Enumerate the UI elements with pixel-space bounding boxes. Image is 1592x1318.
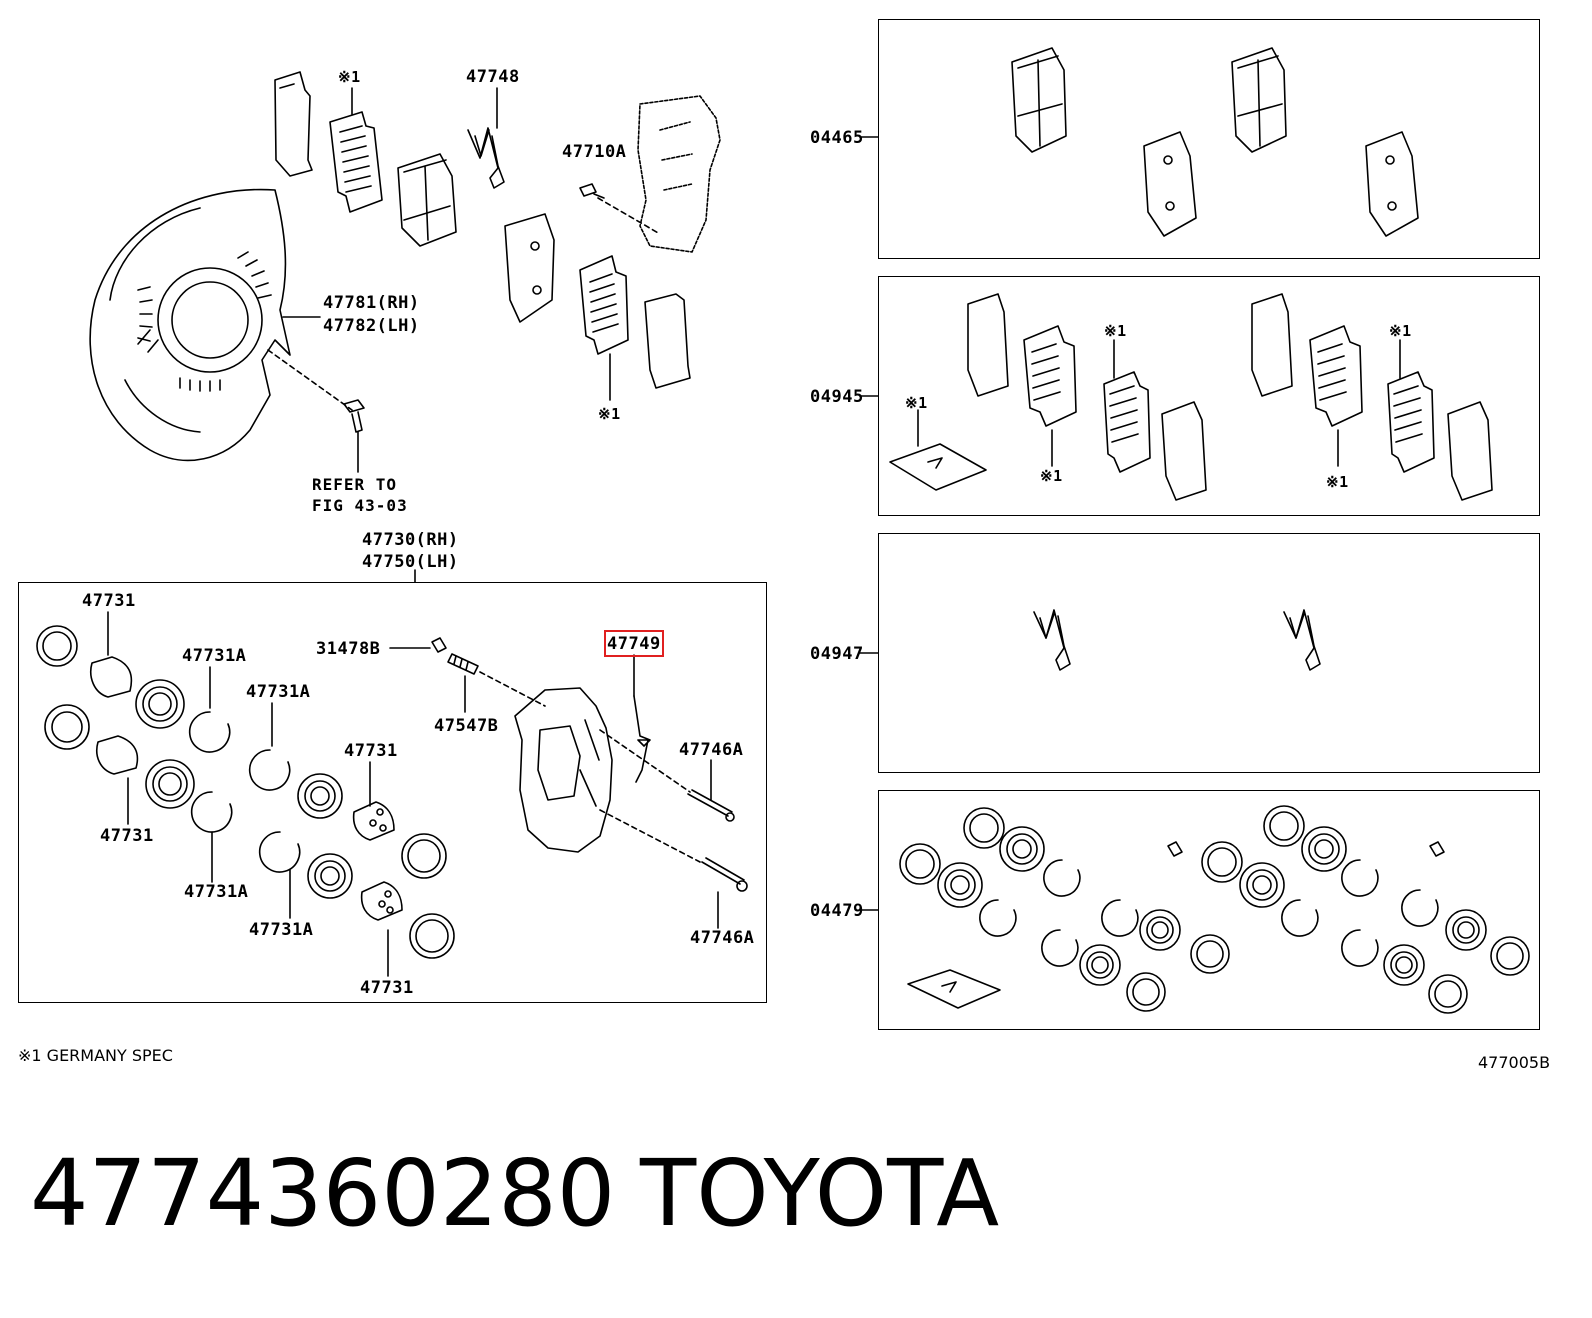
caliper-body-icon bbox=[514, 687, 613, 853]
refer-line-2: FIG 43-03 bbox=[312, 496, 408, 515]
part-label-47730-rh[interactable]: 47730(RH) bbox=[362, 530, 459, 550]
kit-04465-pads-icon bbox=[1011, 47, 1419, 237]
bolt-47710a-icon bbox=[579, 183, 605, 199]
part-label-47748[interactable]: 47748 bbox=[466, 67, 520, 87]
kit-04479-seals-icon bbox=[899, 805, 1530, 1014]
anti-squeal-shim-2-icon bbox=[644, 293, 691, 389]
kit-label-04947[interactable]: 04947 bbox=[810, 644, 864, 664]
part-label-47731a[interactable]: 47731A bbox=[249, 920, 314, 940]
caliper-dashed-icon bbox=[637, 95, 721, 253]
pin-47746a-icon bbox=[687, 789, 748, 892]
part-label-47731[interactable]: 47731 bbox=[100, 826, 154, 846]
refer-to-figure-note[interactable]: REFER TO FIG 43-03 bbox=[312, 474, 408, 516]
bolt-icon bbox=[343, 399, 365, 433]
germany-spec-mark: ※1 bbox=[338, 68, 361, 86]
kit-04945-shims-icon bbox=[889, 293, 1493, 501]
kit-04465-frame bbox=[878, 19, 1540, 259]
part-label-47750-lh[interactable]: 47750(LH) bbox=[362, 552, 459, 572]
pad-shim-inner-icon bbox=[579, 255, 629, 355]
germany-spec-mark: ※1 bbox=[1326, 473, 1349, 491]
part-label-47782-lh[interactable]: 47782(LH) bbox=[323, 316, 420, 336]
part-label-31478b[interactable]: 31478B bbox=[316, 639, 381, 659]
part-label-47749-highlighted[interactable]: 47749 bbox=[607, 634, 661, 654]
pad-with-wear-indicator-icon bbox=[504, 213, 555, 323]
part-label-47731a[interactable]: 47731A bbox=[246, 682, 311, 702]
germany-spec-mark: ※1 bbox=[598, 405, 621, 423]
part-label-47547b[interactable]: 47547B bbox=[434, 716, 499, 736]
dust-shield-icon bbox=[89, 188, 291, 462]
kit-04479-frame bbox=[878, 790, 1540, 1030]
anti-rattle-spring-icon bbox=[633, 695, 651, 783]
germany-spec-mark: ※1 bbox=[1040, 467, 1063, 485]
part-label-47731[interactable]: 47731 bbox=[82, 591, 136, 611]
bleeder-cap-icon bbox=[431, 637, 447, 653]
part-label-47710a[interactable]: 47710A bbox=[562, 142, 627, 162]
kit-label-04945[interactable]: 04945 bbox=[810, 387, 864, 407]
kit-04947-frame bbox=[878, 533, 1540, 773]
part-label-47746a[interactable]: 47746A bbox=[679, 740, 744, 760]
highlighted-part-frame bbox=[604, 630, 664, 657]
anti-squeal-shim-icon bbox=[274, 71, 313, 177]
pad-clip-47748-icon bbox=[467, 127, 505, 189]
part-label-47731a[interactable]: 47731A bbox=[182, 646, 247, 666]
refer-line-1: REFER TO bbox=[312, 475, 398, 494]
bolt-dashed-line bbox=[267, 349, 353, 411]
part-label-47731[interactable]: 47731 bbox=[344, 741, 398, 761]
kit-04947-clips-icon bbox=[1033, 609, 1321, 671]
part-label-47731a[interactable]: 47731A bbox=[184, 882, 249, 902]
brake-pad-icon bbox=[397, 153, 457, 247]
seal-rings-icon bbox=[36, 625, 455, 959]
part-label-47746a[interactable]: 47746A bbox=[690, 928, 755, 948]
germany-spec-mark: ※1 bbox=[905, 394, 928, 412]
kit-label-04479[interactable]: 04479 bbox=[810, 901, 864, 921]
part-number-caption: 4774360280 bbox=[30, 1140, 616, 1247]
germany-spec-mark: ※1 bbox=[1104, 322, 1127, 340]
part-label-47731[interactable]: 47731 bbox=[360, 978, 414, 998]
brand-caption: TOYOTA bbox=[640, 1140, 1000, 1247]
kit-label-04465[interactable]: 04465 bbox=[810, 128, 864, 148]
part-label-47781-rh[interactable]: 47781(RH) bbox=[323, 293, 420, 313]
kit-04945-frame bbox=[878, 276, 1540, 516]
footnote-germany-spec: ※1 GERMANY SPEC bbox=[18, 1046, 173, 1065]
caliper-kit-frame bbox=[18, 582, 767, 1003]
germany-spec-mark: ※1 bbox=[1389, 322, 1412, 340]
bleeder-plug-icon bbox=[447, 653, 479, 675]
figure-code: 477005B bbox=[1478, 1053, 1551, 1072]
pad-shim-germany-icon bbox=[329, 111, 383, 213]
